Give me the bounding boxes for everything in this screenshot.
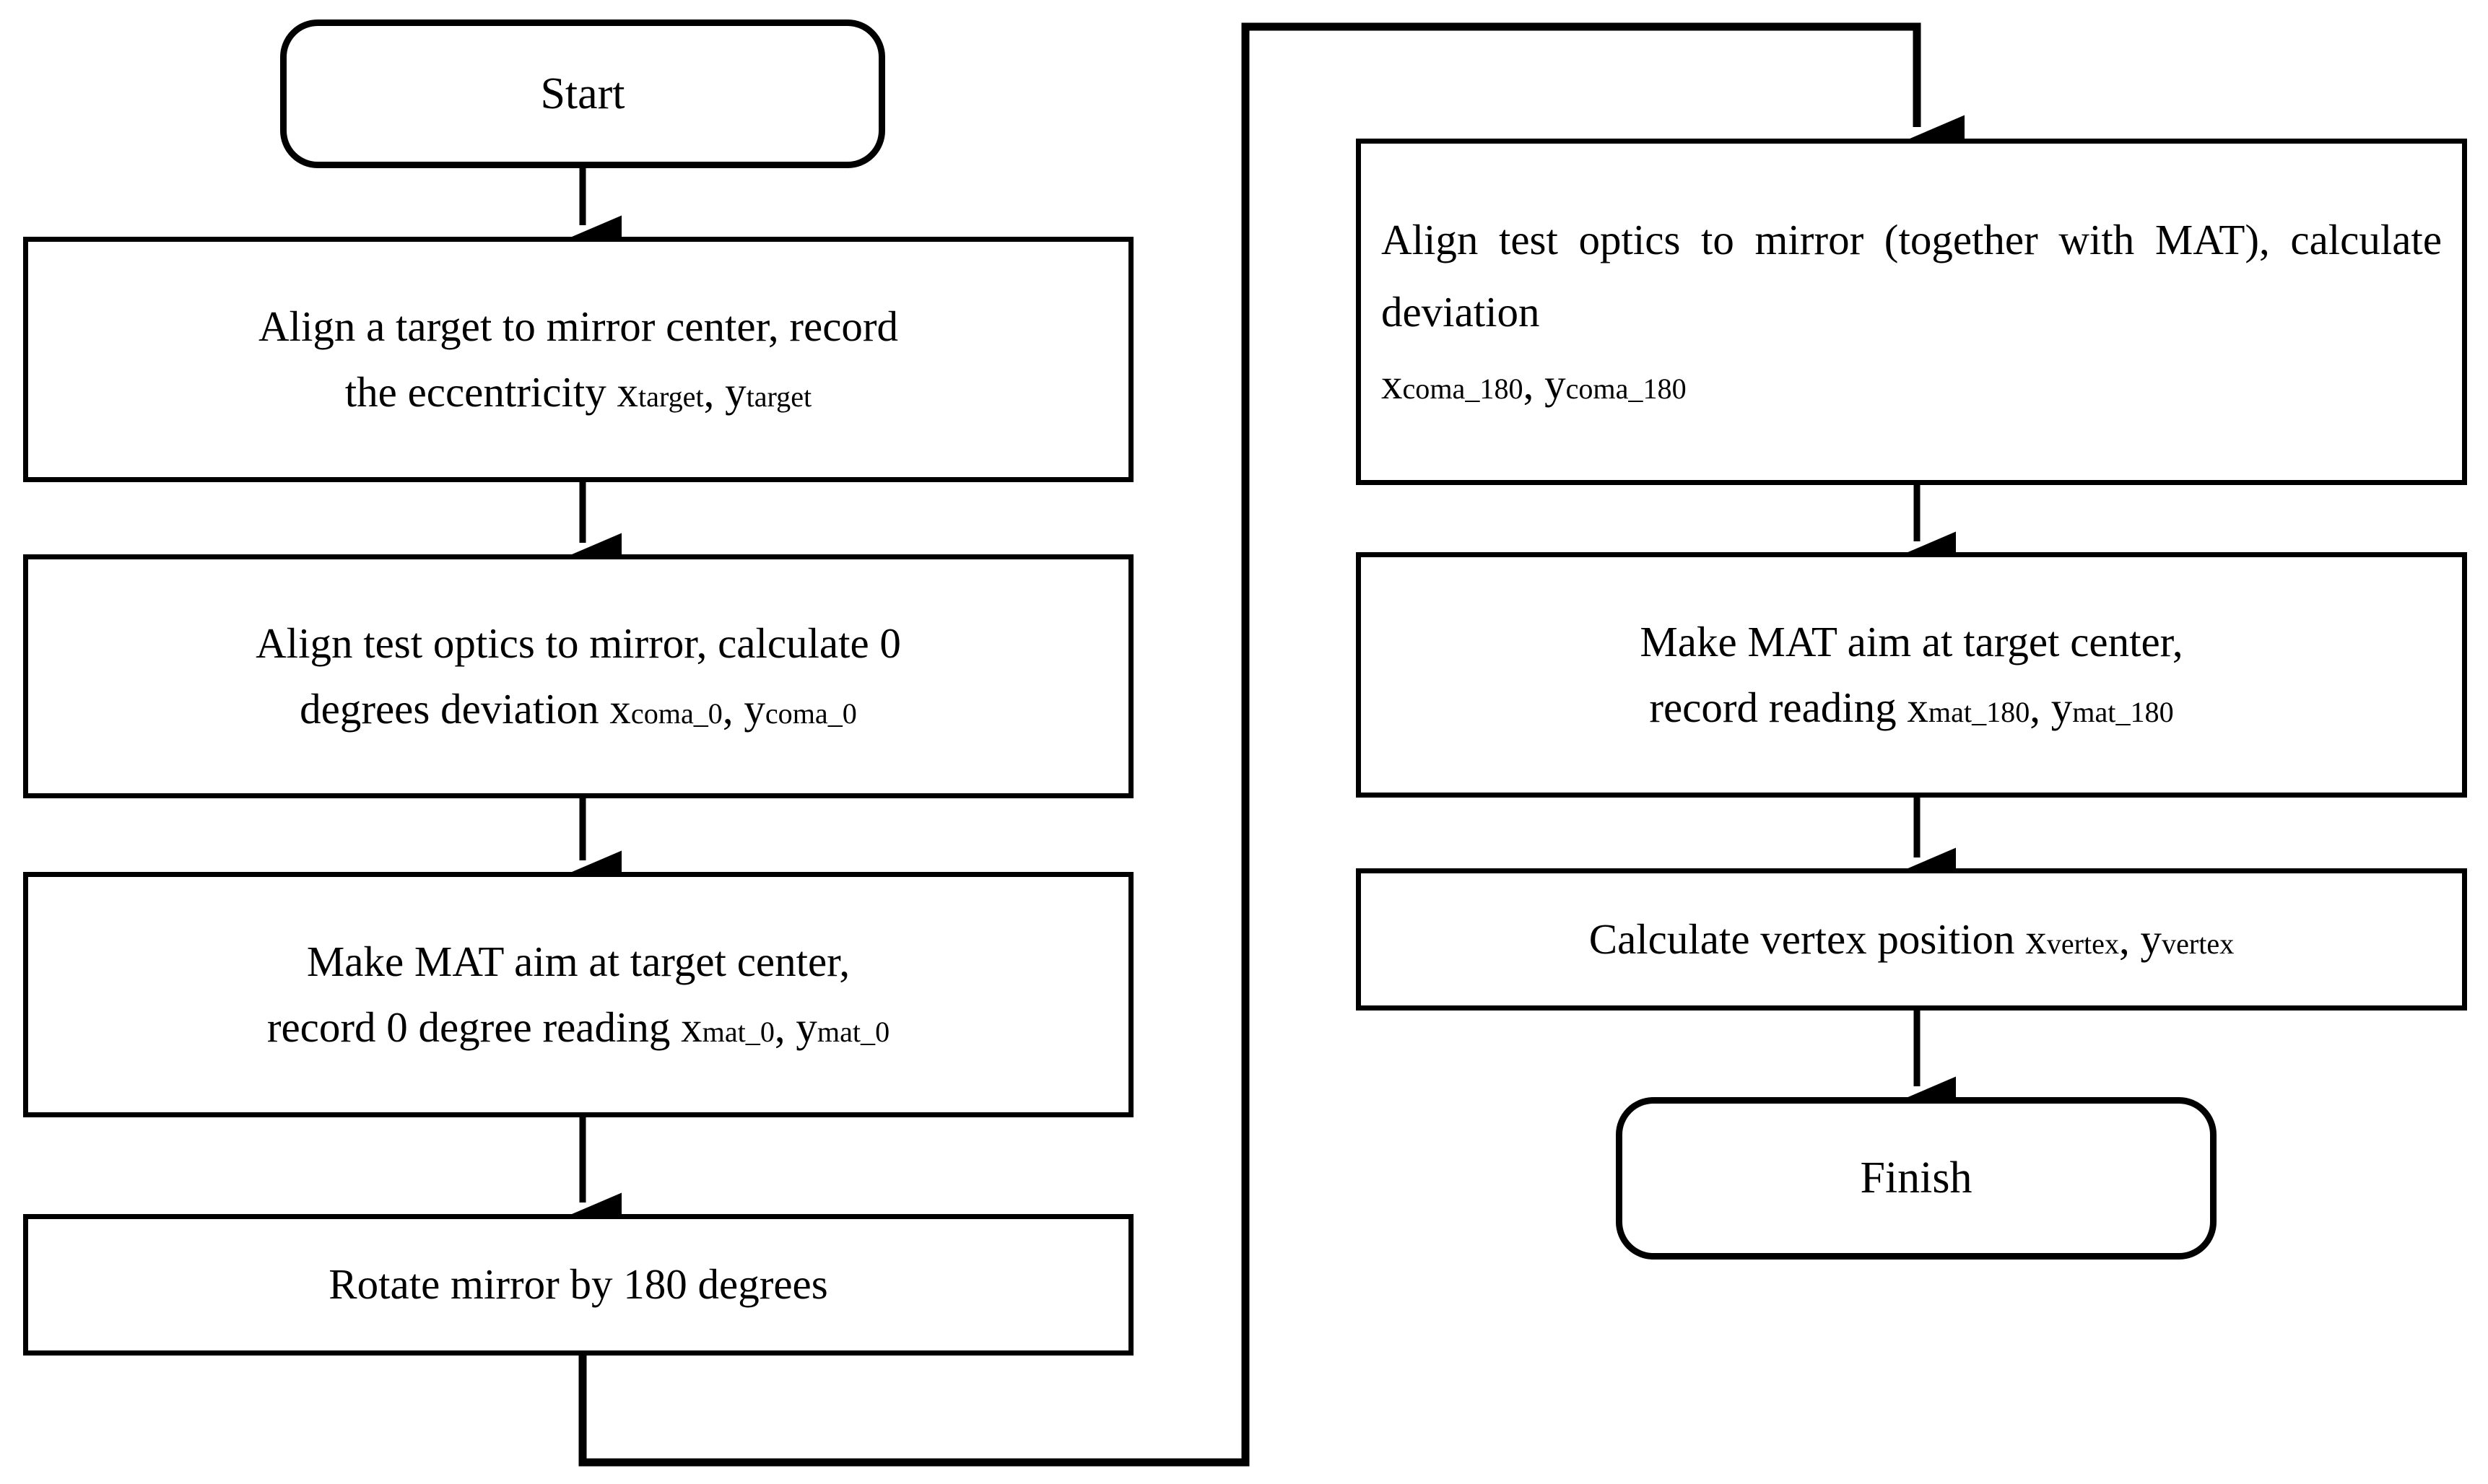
line-3-mid: , y [1523,360,1566,409]
subscript-vertex-y: vertex [2162,927,2235,960]
line-1-mid: , y [2119,915,2162,963]
line-1: Make MAT aim at target center, [306,937,851,985]
node-align-optics-180[interactable]: Align test optics to mirror (together wi… [1356,139,2467,485]
subscript-mat0-x: mat_0 [702,1016,775,1048]
subscript-coma180-x: coma_180 [1402,372,1523,406]
line-2-pre: the eccentricity x [344,368,639,416]
subscript-vertex-x: vertex [2046,927,2120,960]
node-calc-vertex-label: Calculate vertex position xvertex, yvert… [1361,907,2462,972]
node-align-target[interactable]: Align a target to mirror center, record … [23,237,1134,482]
node-finish[interactable]: Finish [1616,1097,2217,1260]
node-mat-aim-0[interactable]: Make MAT aim at target center, record 0 … [23,872,1134,1117]
subscript-mat0-y: mat_0 [817,1016,890,1048]
node-align-optics-0-label: Align test optics to mirror, calculate 0… [28,611,1128,743]
subscript-target-y: target [746,380,812,413]
line-2: with MAT), calculate deviation [1381,215,2443,336]
node-start-label: Start [540,69,625,118]
line-3-pre: x [1381,360,1403,409]
subscript-coma0-x: coma_0 [630,697,723,730]
line-1: Align test optics to mirror, calculate 0 [256,619,901,667]
node-mat-aim-0-label: Make MAT aim at target center, record 0 … [28,929,1128,1061]
line-2-pre: record reading x [1649,684,1928,731]
node-align-target-label: Align a target to mirror center, record … [28,294,1128,426]
line-2-mid: , y [774,1003,817,1051]
subscript-target-x: target [638,380,704,413]
line-2-mid: , y [2030,684,2073,731]
subscript-mat180-x: mat_180 [1928,696,2030,728]
node-finish-label: Finish [1860,1153,1972,1203]
line-2-pre: degrees deviation x [300,685,631,733]
node-align-optics-0[interactable]: Align test optics to mirror, calculate 0… [23,554,1134,798]
node-mat-aim-180[interactable]: Make MAT aim at target center, record re… [1356,552,2467,798]
node-align-optics-180-label: Align test optics to mirror (together wi… [1361,204,2462,421]
node-start[interactable]: Start [280,19,885,168]
line-1-pre: Calculate vertex position x [1588,915,2047,963]
node-rotate-mirror[interactable]: Rotate mirror by 180 degrees [23,1214,1134,1356]
line-1: Align a target to mirror center, record [258,302,899,350]
line-2-mid: , y [722,685,765,733]
line-1: Align test optics to mirror (together [1381,215,2038,263]
subscript-mat180-y: mat_180 [2072,696,2174,728]
node-calc-vertex[interactable]: Calculate vertex position xvertex, yvert… [1356,868,2467,1011]
line-1: Make MAT aim at target center, [1640,617,2183,665]
line-2-pre: record 0 degree reading x [266,1003,703,1051]
node-mat-aim-180-label: Make MAT aim at target center, record re… [1361,609,2462,741]
subscript-coma0-y: coma_0 [765,697,857,730]
line-2-mid: , y [703,368,747,416]
subscript-coma180-y: coma_180 [1565,372,1687,406]
node-rotate-mirror-label: Rotate mirror by 180 degrees [329,1260,828,1309]
